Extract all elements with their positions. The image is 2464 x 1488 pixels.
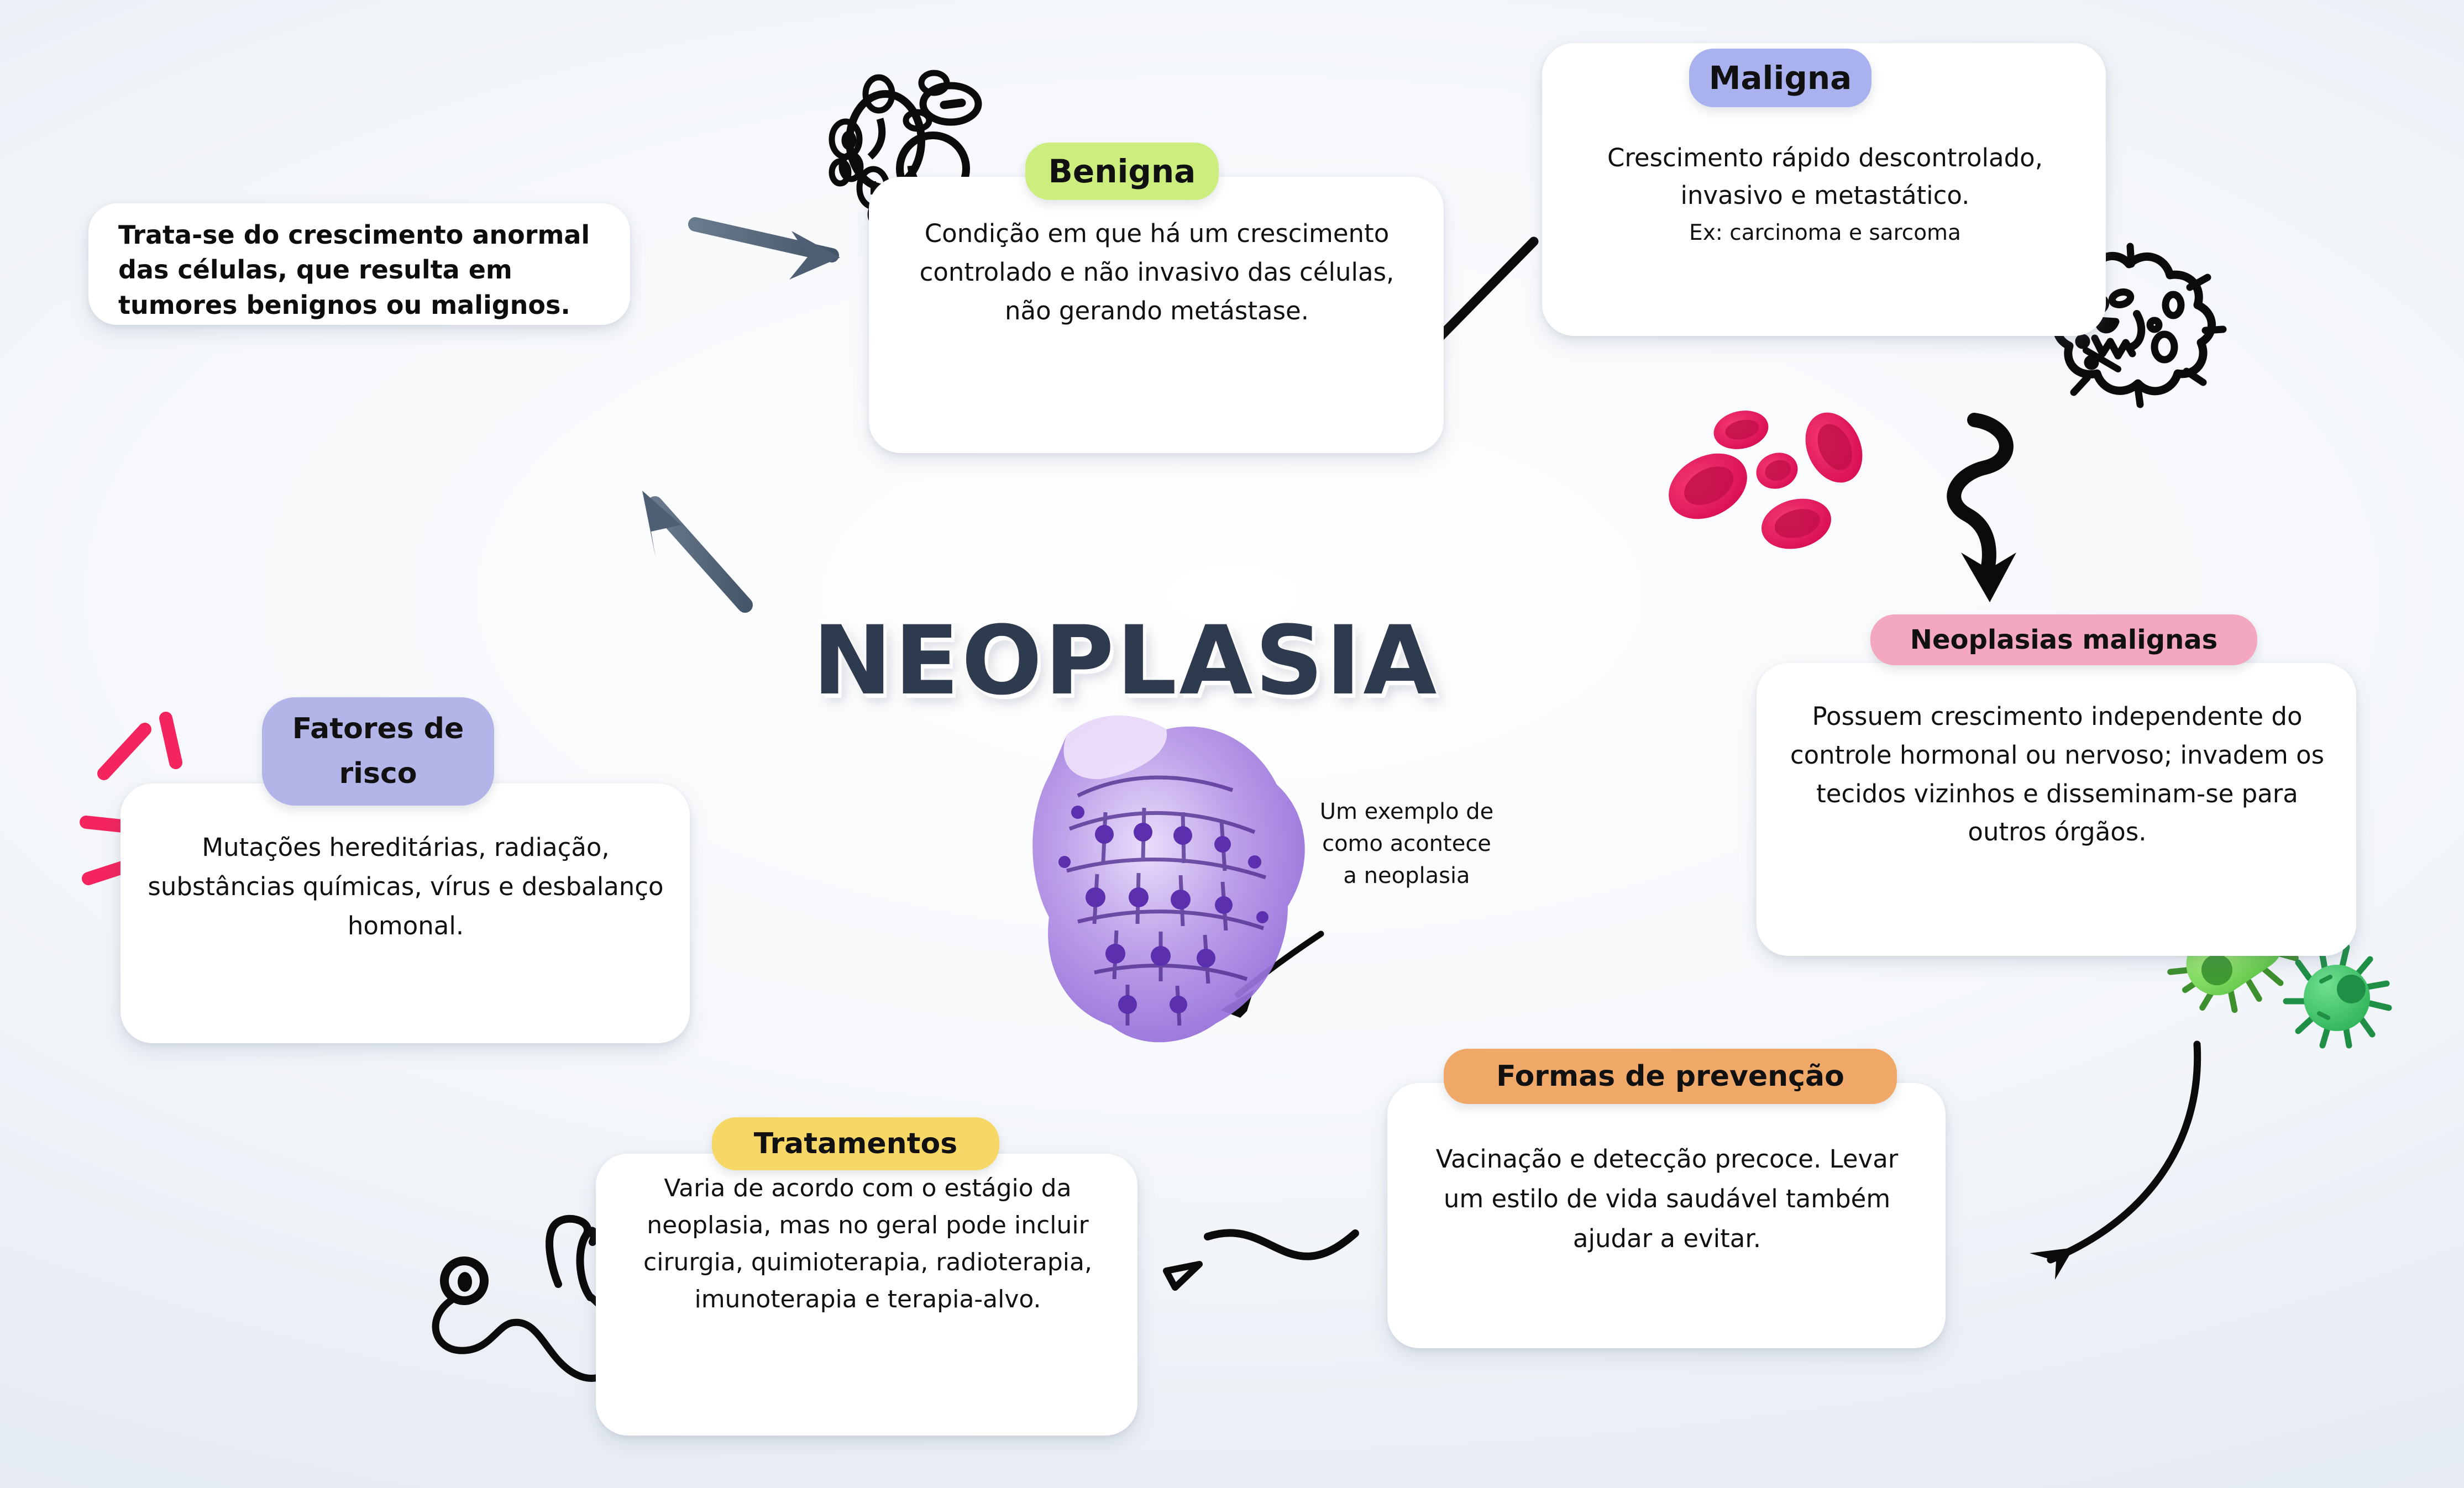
label-neoplasias-malignas[interactable]: Neoplasias malignas	[1870, 614, 2257, 665]
card-formas-de-prevencao[interactable]	[1387, 1083, 1946, 1348]
arrow-prevencao-to-tratamentos	[1163, 1229, 1359, 1291]
illustration-annotation: Um exemplo de como acontece a neoplasia	[1319, 799, 1494, 888]
label-benigna[interactable]: Benigna	[1025, 143, 1219, 200]
definicao-text: Trata-se do crescimento anormal das célu…	[118, 220, 590, 320]
card-tratamentos[interactable]	[596, 1154, 1137, 1436]
arrow-illustration-pointer	[1220, 930, 1324, 1018]
label-fatores-de-risco-text: Fatores de risco	[292, 712, 464, 790]
line-benigna-to-maligna	[1435, 236, 1539, 342]
formas-de-prevencao-text: Vacinação e detecção precoce. Levar um e…	[1435, 1144, 1899, 1253]
card-benigna-text: Condição em que há um crescimento contro…	[900, 214, 1414, 330]
card-neoplasias-malignas-text: Possuem crescimento independente do cont…	[1773, 697, 2341, 851]
red-blood-cells-illustration	[1669, 411, 1863, 549]
card-definicao[interactable]	[88, 203, 630, 325]
label-neoplasias-malignas-text: Neoplasias malignas	[1910, 624, 2218, 655]
stethoscope-doodle	[432, 1214, 623, 1382]
label-maligna-text: Maligna	[1708, 59, 1852, 97]
neoplasias-malignas-text: Possuem crescimento independente do cont…	[1790, 702, 2325, 847]
label-formas-de-prevencao-text: Formas de prevenção	[1496, 1059, 1844, 1093]
arrow-center-to-definicao	[642, 491, 753, 613]
label-formas-de-prevencao[interactable]: Formas de prevenção	[1444, 1049, 1897, 1104]
card-fatores-de-risco-text: Mutações hereditárias, radiação, substân…	[137, 828, 674, 945]
maligna-text: Crescimento rápido descontrolado, invasi…	[1607, 143, 2043, 210]
tratamentos-text: Varia de acordo com o estágio da neoplas…	[643, 1174, 1092, 1313]
arrow-neoplasias-to-prevencao	[2030, 1040, 2201, 1280]
arrow-definicao-to-benigna	[688, 217, 840, 280]
card-tratamentos-text: Varia de acordo com o estágio da neoplas…	[611, 1170, 1124, 1318]
label-fatores-de-risco[interactable]: Fatores de risco	[262, 697, 494, 806]
benigna-text: Condição em que há um crescimento contro…	[919, 219, 1394, 325]
card-fatores-de-risco[interactable]	[120, 784, 690, 1043]
card-benigna[interactable]	[869, 177, 1444, 453]
card-definicao-text: Trata-se do crescimento anormal das célu…	[118, 218, 616, 323]
label-tratamentos-text: Tratamentos	[753, 1127, 958, 1160]
card-formas-de-prevencao-text: Vacinação e detecção precoce. Levar um e…	[1415, 1139, 1919, 1259]
label-tratamentos[interactable]: Tratamentos	[712, 1117, 999, 1170]
arrow-maligna-to-neoplasias-malignas	[1947, 413, 2016, 602]
fatores-de-risco-text: Mutações hereditárias, radiação, substân…	[148, 833, 664, 941]
card-maligna-text: Crescimento rápido descontrolado, invasi…	[1571, 139, 2079, 250]
label-maligna[interactable]: Maligna	[1689, 49, 1871, 107]
page-title: NEOPLASIA	[810, 602, 1439, 719]
label-benigna-text: Benigna	[1048, 152, 1196, 190]
maligna-examples: Ex: carcinoma e sarcoma	[1689, 220, 1961, 245]
neoplasia-cell-histology-image	[1032, 716, 1305, 1043]
card-neoplasias-malignas[interactable]	[1757, 663, 2356, 956]
